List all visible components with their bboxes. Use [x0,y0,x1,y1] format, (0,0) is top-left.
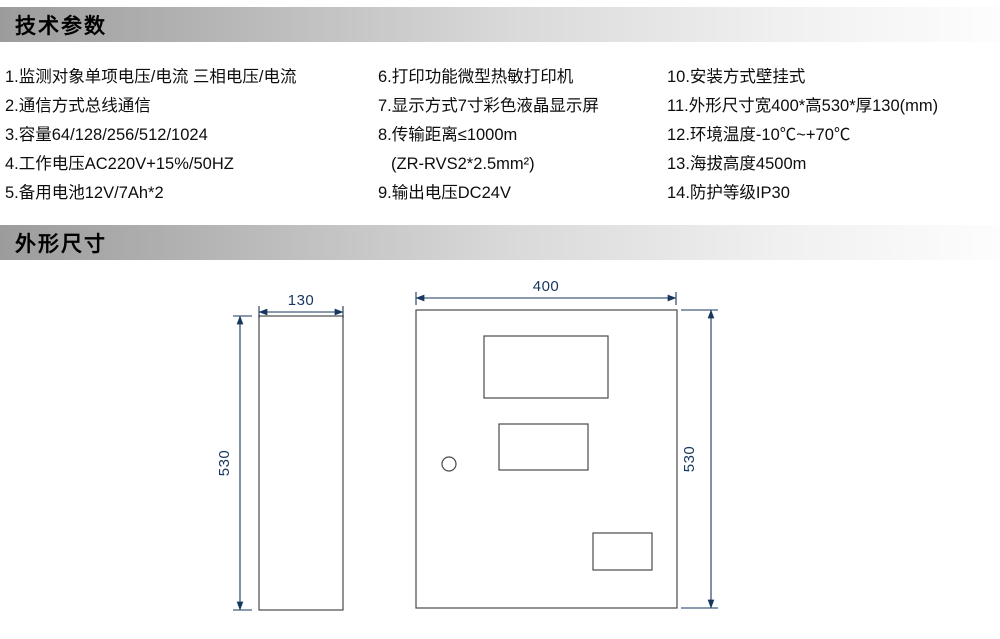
side-width-label: 130 [288,292,315,309]
param-item: 6.打印功能微型热敏打印机 [378,68,574,86]
display-window [483,335,609,399]
outline-dimension-drawing: 130 530 400 530 [216,278,718,611]
tech-params-title: 技术参数 [15,14,107,38]
side-view-outline [258,315,344,611]
front-width-label: 400 [533,278,560,295]
param-item: 3.容量64/128/256/512/1024 [5,126,208,144]
param-item: 13.海拔高度4500m [667,155,807,173]
params-column-3: 10.安装方式壁挂式 11.外形尺寸宽400*高530*厚130(mm) 12.… [667,63,938,208]
tech-params-header: 技术参数 [0,7,1000,42]
dimensions-title: 外形尺寸 [15,232,107,256]
param-item-continuation: (ZR-RVS2*2.5mm²) [391,155,535,173]
param-item: 10.安装方式壁挂式 [667,68,806,86]
front-height-label: 530 [681,446,698,473]
param-item: 9.输出电压DC24V [378,184,511,202]
param-item: 8.传输距离≤1000m [378,126,518,144]
bottom-cutout [592,532,653,571]
param-item: 2.通信方式总线通信 [5,97,151,115]
side-view: 130 530 [216,292,344,611]
param-item: 7.显示方式7寸彩色液晶显示屏 [378,97,599,115]
dimensions-header: 外形尺寸 [0,225,1000,260]
param-item: 5.备用电池12V/7Ah*2 [5,184,164,202]
lock-knob [441,456,457,472]
front-view: 400 530 [415,278,718,609]
param-item: 12.环境温度-10℃~+70℃ [667,126,851,144]
side-height-label: 530 [216,450,233,477]
params-column-1: 1.监测对象单项电压/电流 三相电压/电流 2.通信方式总线通信 3.容量64/… [5,63,297,208]
params-column-2: 6.打印功能微型热敏打印机 7.显示方式7寸彩色液晶显示屏 8.传输距离≤100… [378,63,599,208]
param-item: 4.工作电压AC220V+15%/50HZ [5,155,234,173]
param-item: 14.防护等级IP30 [667,184,790,202]
param-item: 11.外形尺寸宽400*高530*厚130(mm) [667,97,939,115]
inner-panel [498,423,589,471]
param-item: 1.监测对象单项电压/电流 三相电压/电流 [5,68,297,86]
